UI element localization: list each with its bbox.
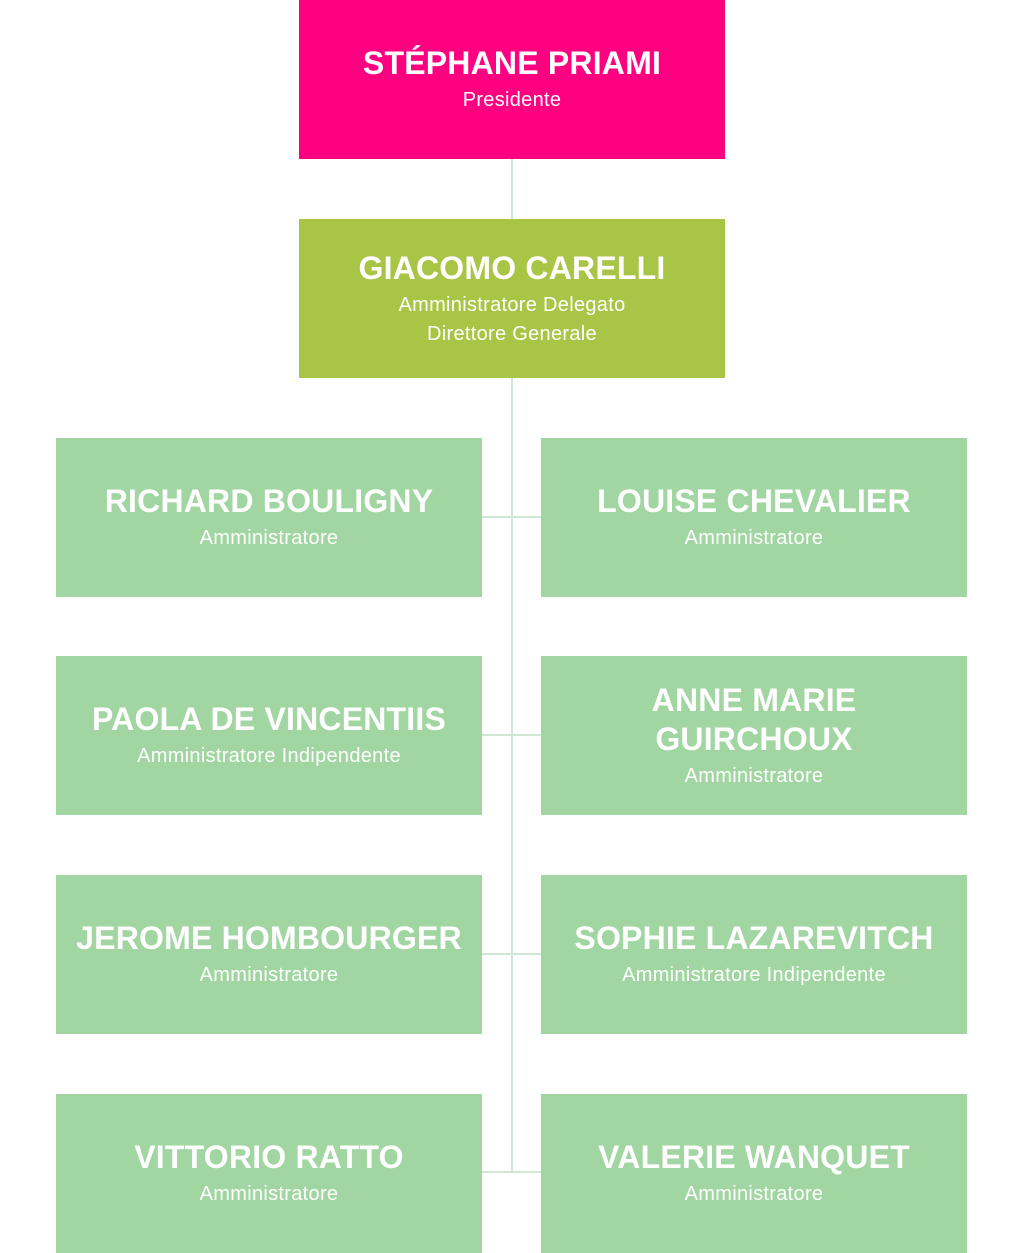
member-role: Amministratore <box>199 964 339 986</box>
ceo-name: GIACOMO CARELLI <box>358 249 666 286</box>
member-box: PAOLA DE VINCENTIIS Amministratore Indip… <box>56 656 482 815</box>
member-name: RICHARD BOULIGNY <box>104 483 434 519</box>
connector-row-3 <box>482 953 541 955</box>
member-role: Amministratore <box>684 764 824 787</box>
connector-trunk <box>511 159 513 1173</box>
member-role: Amministratore Indipendente <box>137 745 401 767</box>
member-role: Amministratore <box>199 1183 339 1205</box>
connector-row-4 <box>482 1171 541 1173</box>
president-name: STÉPHANE PRIAMI <box>362 45 662 81</box>
member-box: LOUISE CHEVALIER Amministratore <box>541 438 967 597</box>
connector-row-2 <box>482 734 541 736</box>
ceo-box: GIACOMO CARELLI Amministratore Delegato … <box>299 219 725 378</box>
member-name: ANNE MARIE GUIRCHOUX <box>651 681 857 757</box>
member-name: VALERIE WANQUET <box>598 1139 910 1175</box>
member-box: VALERIE WANQUET Amministratore <box>541 1094 967 1253</box>
ceo-role-1: Amministratore Delegato <box>398 293 626 316</box>
president-box: STÉPHANE PRIAMI Presidente <box>299 0 725 159</box>
member-name: PAOLA DE VINCENTIIS <box>91 701 447 737</box>
member-box: ANNE MARIE GUIRCHOUX Amministratore <box>541 656 967 815</box>
president-role: Presidente <box>462 89 562 111</box>
member-box: SOPHIE LAZAREVITCH Amministratore Indipe… <box>541 875 967 1034</box>
member-box: VITTORIO RATTO Amministratore <box>56 1094 482 1253</box>
member-role: Amministratore <box>684 527 824 549</box>
member-name: LOUISE CHEVALIER <box>597 483 911 519</box>
member-role: Amministratore <box>684 1183 824 1205</box>
member-role: Amministratore Indipendente <box>622 964 886 986</box>
member-name: SOPHIE LAZAREVITCH <box>574 920 934 956</box>
connector-row-1 <box>482 516 541 518</box>
member-box: JEROME HOMBOURGER Amministratore <box>56 875 482 1034</box>
member-name: JEROME HOMBOURGER <box>76 920 462 956</box>
ceo-role-2: Direttore Generale <box>427 322 597 345</box>
member-role: Amministratore <box>199 527 339 549</box>
member-box: RICHARD BOULIGNY Amministratore <box>56 438 482 597</box>
member-name: VITTORIO RATTO <box>134 1139 404 1175</box>
